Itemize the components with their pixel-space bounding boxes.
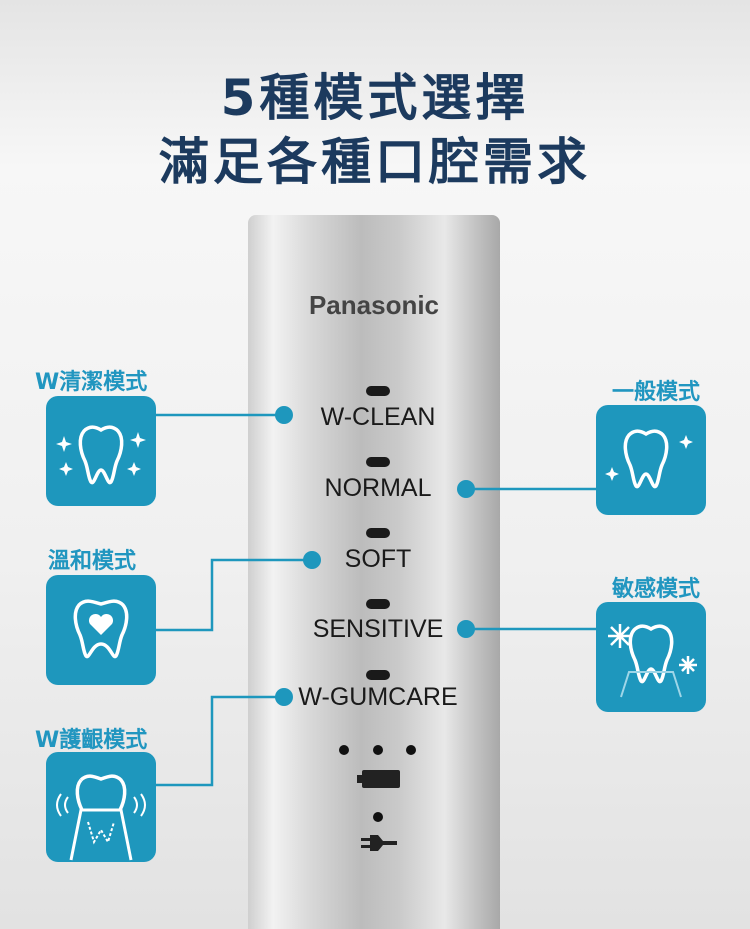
mode-gumcare: W-GUMCARE (298, 683, 458, 711)
mode-indicator-light (366, 457, 390, 467)
status-dot (373, 745, 383, 755)
mode-soft: SOFT (344, 545, 412, 573)
label-wclean: W清潔模式 (35, 370, 148, 395)
status-dot (339, 745, 349, 755)
status-dot (406, 745, 416, 755)
mode-indicator-light (366, 599, 390, 609)
soft-tooth-heart-icon (46, 575, 156, 685)
brand-logo: Panasonic (308, 290, 440, 320)
normal-tooth-icon (596, 405, 706, 515)
mode-normal: NORMAL (324, 474, 432, 502)
label-sensitive: 敏感模式 (611, 577, 700, 602)
mode-indicator-light (366, 386, 390, 396)
mode-sensitive: SENSITIVE (312, 615, 444, 643)
plug-icon (361, 835, 397, 851)
mode-indicator-light (366, 528, 390, 538)
headline-line-2: 滿足各種口腔需求 (159, 133, 591, 191)
label-normal: 一般模式 (611, 380, 700, 405)
sensitive-tooth-snowflake-icon (596, 602, 706, 712)
label-gumcare: W護齦模式 (35, 728, 148, 753)
mode-indicator-light (366, 670, 390, 680)
headline-line-1: 5種模式選擇 (220, 69, 530, 127)
charge-dot (373, 812, 383, 822)
toothbrush-handle (248, 215, 500, 929)
gumcare-tooth-icon (46, 752, 156, 862)
wclean-tooth-sparkle-icon (46, 396, 156, 506)
battery-icon (357, 770, 400, 788)
label-soft: 溫和模式 (48, 549, 137, 574)
mode-wclean: W-CLEAN (320, 403, 436, 431)
